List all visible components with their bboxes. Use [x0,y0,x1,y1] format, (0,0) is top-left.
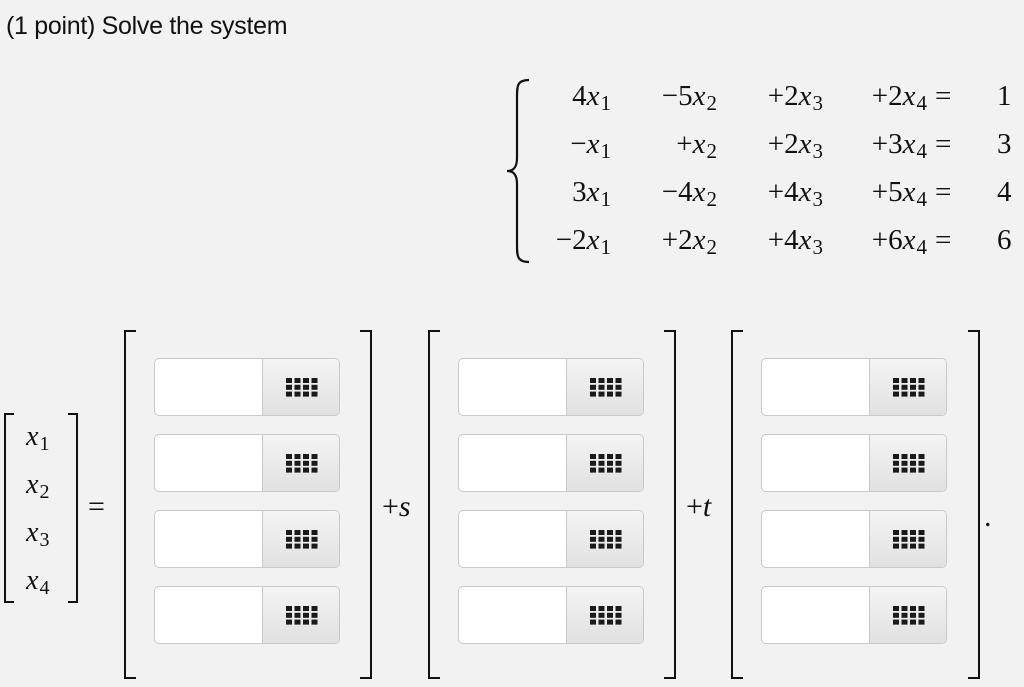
particular-input-2[interactable] [155,435,263,491]
vector2-left-bracket [428,330,440,679]
t-coefficients-input-2[interactable] [762,435,870,491]
s-coefficients-input-4[interactable] [459,587,567,643]
equals-sign: = [88,490,105,523]
grid-icon [286,606,318,625]
grid-icon [286,454,318,473]
rhs-r2: 3 [997,128,1012,160]
equation-palette-button[interactable] [869,359,946,415]
left-bracket [4,413,14,603]
s-coefficients-input-2[interactable] [459,435,567,491]
t-coefficients-input-3[interactable] [762,511,870,567]
t-coefficients-entry-3 [761,510,947,568]
period: . [984,500,992,533]
s-coefficients-entry-1 [458,358,644,416]
left-brace [506,78,530,264]
grid-icon [590,606,622,625]
equation-palette-button[interactable] [566,435,643,491]
equation-palette-button[interactable] [262,359,339,415]
term-r3-x1: 3x1 [572,176,611,211]
rhs-r3: 4 [997,176,1012,208]
particular-entry-2 [154,434,340,492]
term-r2-x2: +x2 [676,128,717,163]
right-bracket [68,413,78,603]
grid-icon [893,454,925,473]
grid-icon [286,378,318,397]
grid-icon [590,454,622,473]
term-r3-x2: −4x2 [661,176,717,211]
plus-t-term: +t [686,490,712,523]
rhs-r1: 1 [997,80,1012,112]
t-coefficients-entry-1 [761,358,947,416]
term-r3-x3: +4x3 [767,176,823,211]
vector3-left-bracket [731,330,743,679]
particular-input-3[interactable] [155,511,263,567]
unknown-x4: x4 [26,565,50,599]
term-r4-x1: −2x1 [555,224,611,259]
equation-palette-button[interactable] [869,435,946,491]
grid-icon [590,378,622,397]
term-r2-x4: +3x4 [871,128,927,163]
vector3-right-bracket [968,330,980,679]
particular-input-1[interactable] [155,359,263,415]
equals-r3: = [935,176,952,208]
equals-r4: = [935,224,952,256]
term-r4-x3: +4x3 [767,224,823,259]
grid-icon [893,378,925,397]
s-coefficients-entry-2 [458,434,644,492]
unknown-x2: x2 [26,469,50,503]
term-r4-x2: +2x2 [661,224,717,259]
equation-palette-button[interactable] [262,511,339,567]
rhs-r4: 6 [997,224,1012,256]
grid-icon [286,530,318,549]
equals-r1: = [935,80,952,112]
term-r3-x4: +5x4 [871,176,927,211]
unknown-x1: x1 [26,421,50,455]
unknowns-vector: x1 x2 x3 x4 [4,413,78,603]
term-r1-x2: −5x2 [661,80,717,115]
vector2-right-bracket [664,330,676,679]
t-coefficients-input-1[interactable] [762,359,870,415]
term-r1-x4: +2x4 [871,80,927,115]
s-coefficients-input-1[interactable] [459,359,567,415]
equation-palette-button[interactable] [262,587,339,643]
particular-entry-4 [154,586,340,644]
equation-palette-button[interactable] [869,587,946,643]
term-r1-x1: 4x1 [572,80,611,115]
particular-entry-3 [154,510,340,568]
grid-icon [893,530,925,549]
unknown-x3: x3 [26,517,50,551]
grid-icon [590,530,622,549]
equation-palette-button[interactable] [566,359,643,415]
equation-palette-button[interactable] [566,511,643,567]
term-r1-x3: +2x3 [767,80,823,115]
term-r2-x3: +2x3 [767,128,823,163]
plus-s-term: +s [382,490,411,523]
s-coefficients-entry-4 [458,586,644,644]
equals-r2: = [935,128,952,160]
vector1-right-bracket [360,330,372,679]
particular-entry-1 [154,358,340,416]
term-r4-x4: +6x4 [871,224,927,259]
problem-prompt: (1 point) Solve the system [6,12,288,40]
vector1-left-bracket [124,330,136,679]
term-r2-x1: −x1 [570,128,611,163]
equation-palette-button[interactable] [869,511,946,567]
s-coefficients-input-3[interactable] [459,511,567,567]
t-coefficients-entry-4 [761,586,947,644]
equation-palette-button[interactable] [262,435,339,491]
equation-palette-button[interactable] [566,587,643,643]
grid-icon [893,606,925,625]
s-coefficients-entry-3 [458,510,644,568]
particular-input-4[interactable] [155,587,263,643]
t-coefficients-input-4[interactable] [762,587,870,643]
t-coefficients-entry-2 [761,434,947,492]
